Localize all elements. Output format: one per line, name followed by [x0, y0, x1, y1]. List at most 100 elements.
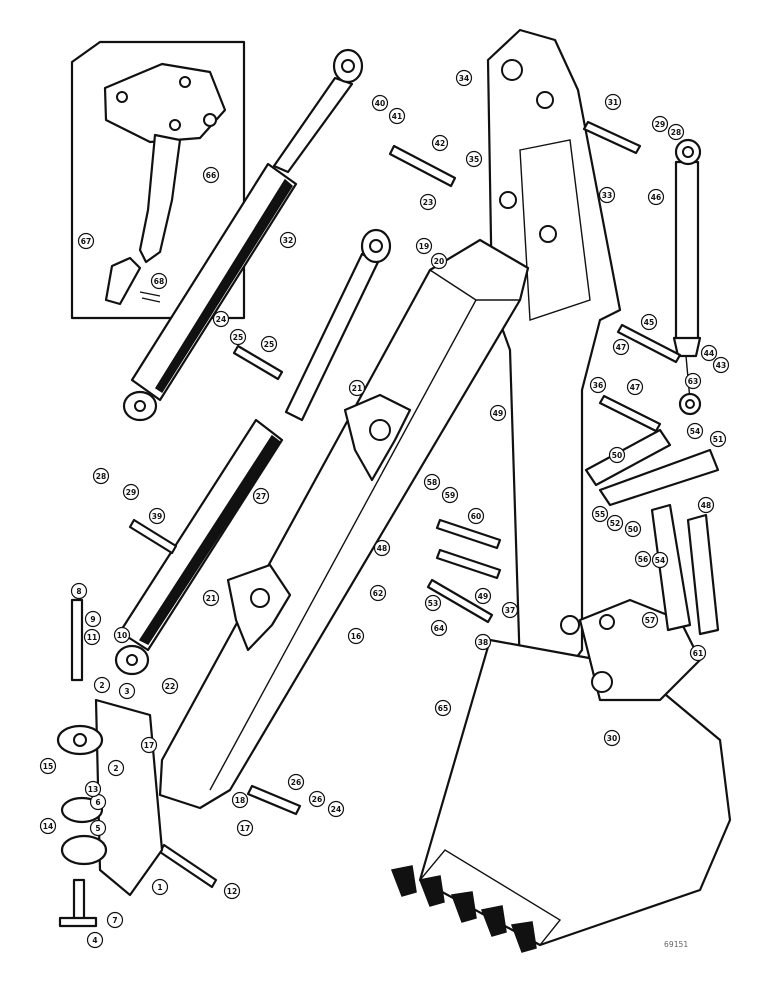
callout-1: 1: [151, 878, 169, 896]
callout-23: 23: [419, 193, 437, 211]
callout-51: 51: [709, 430, 727, 448]
callout-number: 2: [99, 681, 104, 690]
callout-number: 35: [469, 155, 479, 164]
callout-number: 9: [90, 615, 95, 624]
callout-number: 25: [233, 333, 243, 342]
callout-circle: [150, 272, 168, 290]
callout-circle: [651, 551, 669, 569]
callout-number: 27: [256, 492, 266, 501]
callout-circle: [231, 791, 249, 809]
callout-number: 59: [445, 491, 455, 500]
callout-labels: 1223456789101112131415161717181920212122…: [39, 69, 730, 949]
callout-circle: [430, 252, 448, 270]
callout-25: 25: [260, 335, 278, 353]
callout-circle: [89, 819, 107, 837]
callout-circle: [467, 507, 485, 525]
callout-61: 61: [689, 644, 707, 662]
bucket-65: [390, 598, 732, 953]
callout-number: 66: [206, 171, 216, 180]
callout-circle: [598, 186, 616, 204]
callout-11: 11: [83, 628, 101, 646]
callout-number: 47: [616, 343, 626, 352]
callout-number: 21: [352, 384, 362, 393]
callout-40: 40: [371, 94, 389, 112]
callout-circle: [229, 328, 247, 346]
callout-circle: [604, 93, 622, 111]
callout-number: 19: [419, 242, 429, 251]
callout-21: 21: [348, 379, 366, 397]
callout-number: 18: [235, 796, 245, 805]
callout-number: 48: [377, 544, 387, 553]
callout-number: 28: [96, 472, 106, 481]
callout-number: 26: [291, 778, 301, 787]
callout-circle: [697, 496, 715, 514]
callout-2: 2: [93, 676, 111, 694]
callout-53: 53: [424, 594, 442, 612]
callout-48: 48: [697, 496, 715, 514]
callout-circle: [474, 587, 492, 605]
callout-circle: [424, 594, 442, 612]
callout-number: 10: [117, 631, 127, 640]
callout-circle: [373, 539, 391, 557]
callout-circle: [279, 231, 297, 249]
callout-number: 12: [227, 887, 237, 896]
callout-63: 63: [684, 372, 702, 390]
callout-52: 52: [606, 514, 624, 532]
callout-circle: [39, 757, 57, 775]
callout-54: 54: [651, 551, 669, 569]
cylinder-32: [122, 48, 364, 422]
callout-number: 58: [427, 478, 437, 487]
callout-12: 12: [223, 882, 241, 900]
callout-number: 24: [216, 315, 226, 324]
callout-circle: [202, 589, 220, 607]
callout-number: 16: [351, 632, 361, 641]
callout-circle: [347, 627, 365, 645]
callout-circle: [501, 601, 519, 619]
callout-number: 28: [671, 128, 681, 137]
callout-48: 48: [373, 539, 391, 557]
callout-28: 28: [92, 467, 110, 485]
callout-36: 36: [589, 376, 607, 394]
callout-number: 36: [593, 381, 603, 390]
callout-circle: [252, 487, 270, 505]
callout-47: 47: [612, 338, 630, 356]
callout-circle: [624, 520, 642, 538]
callout-67: 67: [77, 232, 95, 250]
callout-47: 47: [626, 378, 644, 396]
callout-circle: [608, 446, 626, 464]
callout-circle: [308, 790, 326, 808]
callout-65: 65: [434, 699, 452, 717]
callout-number: 11: [87, 633, 97, 642]
callout-circle: [113, 626, 131, 644]
callout-number: 51: [713, 435, 723, 444]
callout-26: 26: [308, 790, 326, 808]
callout-62: 62: [369, 584, 387, 602]
callout-circle: [236, 819, 254, 837]
callout-20: 20: [430, 252, 448, 270]
callout-35: 35: [465, 150, 483, 168]
callout-number: 49: [478, 592, 488, 601]
callout-number: 5: [95, 824, 100, 833]
callout-21: 21: [202, 589, 220, 607]
callout-49: 49: [489, 404, 507, 422]
callout-number: 40: [375, 99, 385, 108]
callout-number: 42: [435, 139, 445, 148]
callout-circle: [202, 166, 220, 184]
dipper-stick-16: [158, 238, 530, 810]
callout-43: 43: [712, 356, 730, 374]
callout-circle: [107, 759, 125, 777]
callout-31: 31: [604, 93, 622, 111]
callout-19: 19: [415, 237, 433, 255]
callout-number: 4: [92, 936, 97, 945]
callout-30: 30: [603, 729, 621, 747]
callout-number: 21: [206, 594, 216, 603]
callout-50: 50: [624, 520, 642, 538]
callout-5: 5: [89, 819, 107, 837]
callout-number: 20: [434, 257, 444, 266]
callout-circle: [327, 800, 345, 818]
callout-number: 1: [157, 883, 162, 892]
callout-13: 13: [84, 780, 102, 798]
callout-circle: [388, 107, 406, 125]
callout-27: 27: [252, 487, 270, 505]
callout-58: 58: [423, 473, 441, 491]
